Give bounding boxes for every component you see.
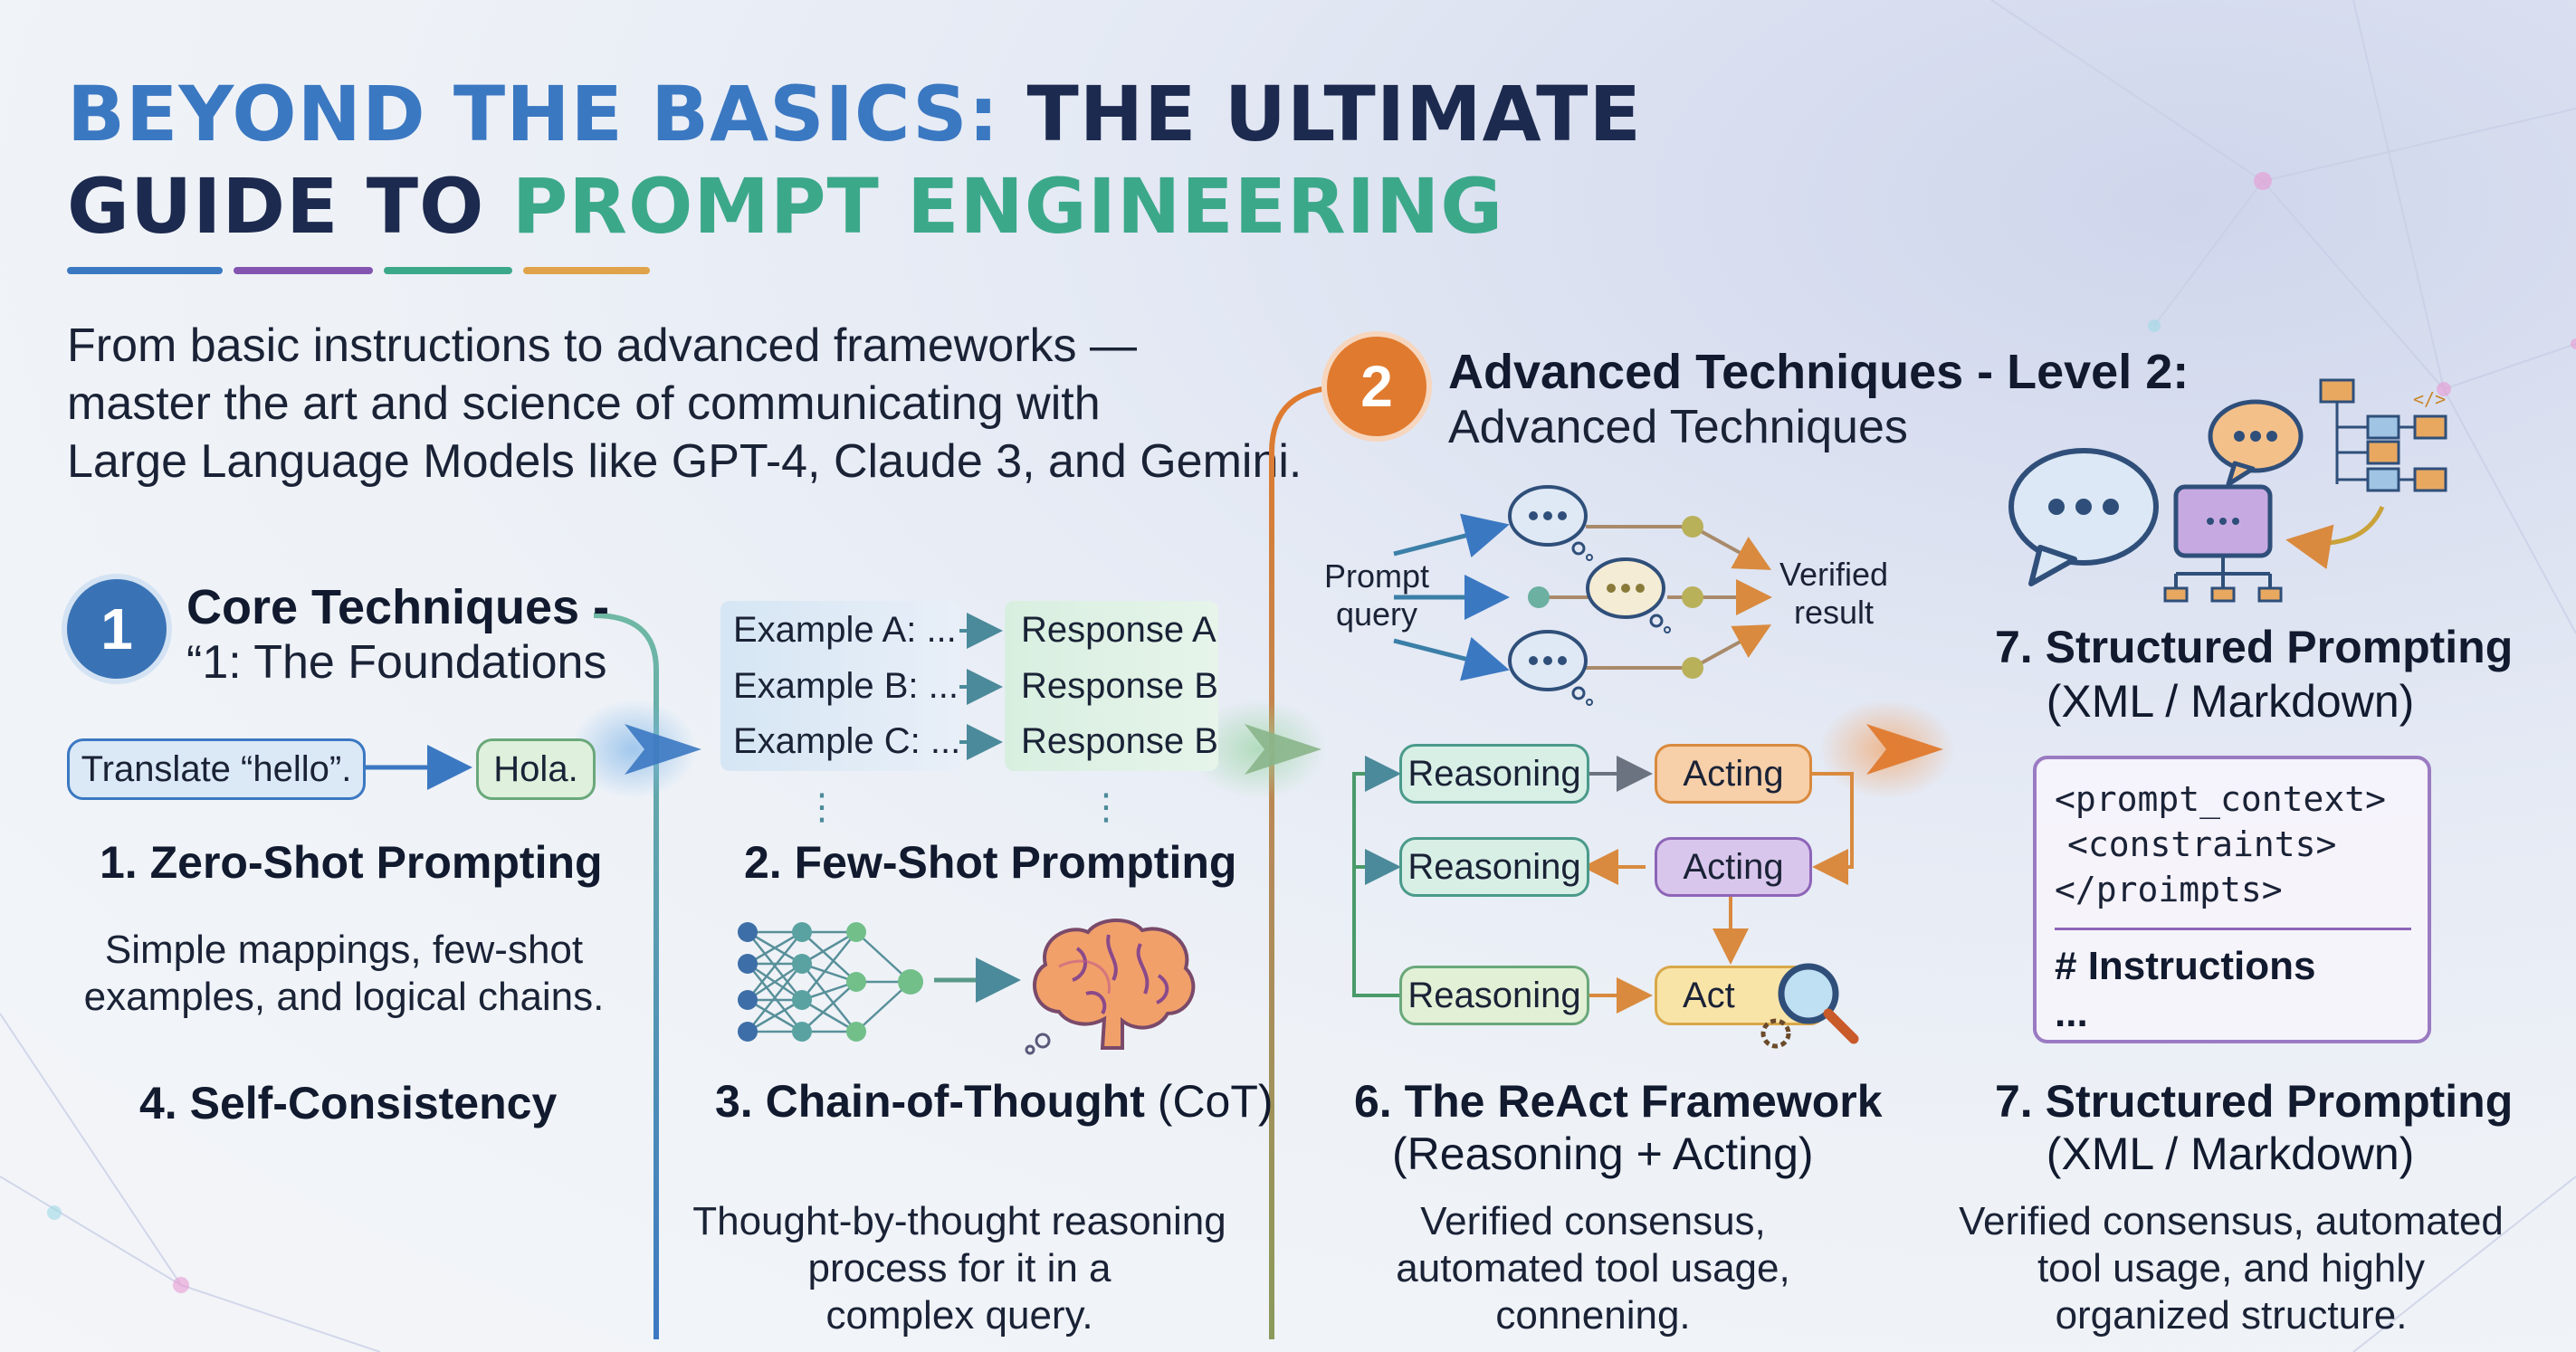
- intro-line: master the art and science of communicat…: [67, 377, 1101, 430]
- react-subheading: (Reasoning + Acting): [1392, 1128, 1814, 1179]
- cot-heading-bold: 3. Chain-of-Thought: [715, 1076, 1145, 1127]
- svg-text:⋮: ⋮: [804, 787, 840, 827]
- section-2-badge: 2: [1327, 337, 1426, 436]
- react-reasoning-pill: Reasoning: [1399, 837, 1589, 897]
- title-part: BEYOND THE BASICS:: [67, 70, 1000, 158]
- react-reasoning-pill: Reasoning: [1399, 744, 1589, 804]
- few-shot-example: Example B: ...: [733, 666, 959, 706]
- few-shot-examples-panel: [720, 601, 959, 771]
- code-ellipsis: ...: [2055, 991, 2088, 1035]
- title-underline: [67, 267, 223, 274]
- zero-shot-description: Simple mappings, few-shot examples, and …: [72, 927, 615, 1021]
- code-line: <prompt_context>: [2055, 779, 2387, 819]
- neural-network-icon: [738, 922, 923, 1042]
- desc-line: Verified consensus, automated: [1959, 1199, 2504, 1243]
- section-1-title: Core Techniques -: [186, 580, 610, 634]
- zero-shot-output-pill: Hola.: [476, 738, 596, 800]
- label-line: Verified: [1779, 556, 1889, 593]
- structured-description: Verified consensus, automated tool usage…: [1946, 1198, 2516, 1339]
- desc-line: process for it in a: [807, 1246, 1111, 1290]
- react-description: Verified consensus, automated tool usage…: [1321, 1198, 1865, 1339]
- desc-line: examples, and logical chains.: [83, 975, 605, 1019]
- cot-description: Thought-by-thought reasoning process for…: [688, 1198, 1231, 1339]
- desc-line: automated tool usage,: [1396, 1246, 1790, 1290]
- structured-top-subheading: (XML / Markdown): [2046, 676, 2415, 727]
- zero-shot-heading: 1. Zero-Shot Prompting: [100, 837, 603, 888]
- react-heading: 6. The ReAct Framework: [1354, 1076, 1883, 1127]
- speech-bubble-icon: [1508, 485, 1593, 561]
- desc-line: Thought-by-thought reasoning: [692, 1199, 1226, 1243]
- intro-line: From basic instructions to advanced fram…: [67, 319, 1137, 372]
- label-line: query: [1335, 595, 1418, 633]
- title-underline: [384, 267, 512, 274]
- verified-result-label: Verified result: [1770, 556, 1897, 632]
- title-part: THE ULTIMATE: [1026, 70, 1642, 158]
- desc-line: complex query.: [825, 1293, 1093, 1338]
- code-heading: # Instructions: [2055, 944, 2316, 988]
- few-shot-heading: 2. Few-Shot Prompting: [744, 837, 1237, 888]
- desc-line: organized structure.: [2055, 1293, 2408, 1338]
- magnifier-icon: [1760, 963, 1859, 1049]
- code-divider: [2055, 928, 2411, 930]
- label-line: result: [1793, 594, 1875, 631]
- code-line: </proimpts>: [2055, 870, 2283, 909]
- speech-bubble-icon: [1508, 630, 1593, 706]
- title-part: GUIDE TO: [67, 162, 485, 251]
- few-shot-response: Response A: [1021, 610, 1216, 650]
- svg-text:⋮: ⋮: [1088, 787, 1124, 827]
- speech-bubble-icon: [1586, 557, 1671, 633]
- title-underline: [234, 267, 373, 274]
- desc-line: tool usage, and highly: [2037, 1246, 2426, 1290]
- code-line: <constraints>: [2067, 824, 2337, 864]
- few-shot-example: Example C: ...: [733, 721, 961, 761]
- title-underline: [523, 267, 650, 274]
- structured-top-heading: 7. Structured Prompting: [1995, 622, 2514, 672]
- structured-subheading: (XML / Markdown): [2046, 1128, 2415, 1179]
- section-2-title: Advanced Techniques - Level 2:: [1448, 345, 2190, 399]
- few-shot-response: Response B: [1021, 721, 1218, 761]
- section-2-subtitle: Advanced Techniques: [1448, 401, 1908, 453]
- page-title-line2: GUIDE TO PROMPT ENGINEERING: [67, 168, 1503, 244]
- structured-heading: 7. Structured Prompting: [1995, 1076, 2514, 1127]
- hierarchy-icon: </>: [2008, 378, 2447, 603]
- react-acting-pill: Acting: [1655, 744, 1812, 804]
- intro-line: Large Language Models like GPT-4, Claude…: [67, 435, 1302, 488]
- page-title-line1: BEYOND THE BASICS: THE ULTIMATE: [67, 76, 1642, 152]
- structured-code-box: <prompt_context> <constraints> </proimpt…: [2033, 756, 2431, 1043]
- few-shot-example: Example A: ...: [733, 610, 957, 650]
- title-part: PROMPT ENGINEERING: [511, 162, 1504, 251]
- cot-heading: 3. Chain-of-Thought (CoT): [715, 1075, 1274, 1128]
- brain-icon: [1025, 919, 1196, 1055]
- few-shot-responses-panel: [1005, 601, 1218, 771]
- section-1-subtitle: “1: The Foundations: [186, 636, 607, 689]
- react-reasoning-pill: Reasoning: [1399, 966, 1589, 1025]
- desc-line: Simple mappings, few-shot: [104, 928, 584, 972]
- cot-heading-abbrev: (CoT): [1157, 1076, 1274, 1127]
- section-1-badge: 1: [67, 579, 167, 679]
- zero-shot-input-pill: Translate “hello”.: [67, 738, 366, 800]
- self-consistency-heading: 4. Self-Consistency: [139, 1078, 558, 1128]
- desc-line: connening.: [1495, 1293, 1691, 1338]
- desc-line: Verified consensus,: [1420, 1199, 1766, 1243]
- prompt-query-label: Prompt query: [1323, 557, 1430, 633]
- svg-text:</>: </>: [2413, 388, 2446, 410]
- intro-text: From basic instructions to advanced fram…: [67, 317, 1316, 490]
- label-line: Prompt: [1323, 557, 1430, 595]
- react-acting-pill: Acting: [1655, 837, 1812, 897]
- few-shot-response: Response B: [1021, 666, 1218, 706]
